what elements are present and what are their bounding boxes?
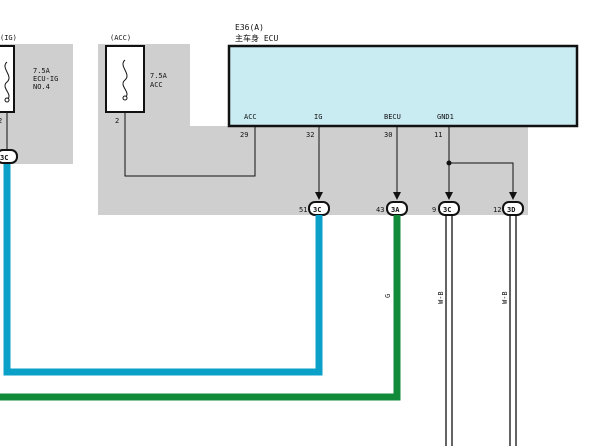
connector-12 (502, 201, 524, 216)
gnd-branch (449, 162, 514, 194)
ig-fuse-rating: 7.5A (33, 67, 51, 75)
ecu-pin-acc-number: 29 (240, 131, 248, 139)
acc-fuse-panel (98, 44, 528, 215)
ecu-name: 主车身 ECU (235, 33, 278, 43)
ecu-box (227, 44, 579, 128)
acc-fuse-box (105, 45, 145, 113)
ecu-pin-becu-label: BECU (384, 113, 401, 121)
connector-9 (438, 201, 460, 216)
ecu-pin-becu-number: 30 (384, 131, 392, 139)
ig-fuse-header: (IG) (0, 34, 17, 42)
connector-9-code: 3C (443, 206, 451, 214)
connector-43-code: 3A (391, 206, 400, 214)
ground-wire-2-color-label: W-B (501, 291, 509, 304)
gnd-arrow-1 (445, 192, 453, 200)
connector-9-pin: 9 (432, 206, 436, 214)
ig-connector (0, 149, 18, 164)
green-wire-color-label: G (384, 294, 392, 298)
ig-fuse-element (4, 61, 10, 101)
ig-fuse-name-2: NO.4 (33, 83, 50, 91)
green-wire (0, 215, 401, 401)
connector-43-pin: 43 (376, 206, 384, 214)
connector-51-code: 3C (313, 206, 321, 214)
gnd-arrow-2 (509, 192, 517, 200)
acc-fuse-header: (ACC) (110, 34, 131, 42)
acc-fuse-terminal (122, 95, 128, 101)
acc-fuse-element (122, 59, 128, 99)
connector-51-pin: 51 (299, 206, 307, 214)
ecu-pin-gnd1-number: 11 (434, 131, 442, 139)
ig-connector-code: 3C (0, 154, 8, 162)
becu-pin-arrow (393, 192, 401, 200)
ig-fuse-terminal (4, 97, 10, 103)
ecu-pin-gnd1-label: GND1 (437, 113, 454, 121)
blue-wire (3, 164, 323, 376)
connector-12-code: 3D (507, 206, 515, 214)
ground-wire-1-color-label: W-B (437, 291, 445, 304)
ecu-pin-acc-label: ACC (244, 113, 257, 121)
ig-fuse-pin: 2 (0, 117, 2, 125)
connector-12-pin: 12 (493, 206, 501, 214)
acc-fuse-name: ACC (150, 81, 163, 89)
ig-fuse-name-1: ECU-IG (33, 75, 58, 83)
ecu-code: E36(A) (235, 23, 264, 32)
acc-fuse-rating: 7.5A (150, 72, 168, 80)
acc-wire (124, 112, 256, 177)
ig-pin-arrow (315, 192, 323, 200)
ecu-pin-ig-label: IG (314, 113, 322, 121)
ig-fuse-box (0, 45, 15, 113)
acc-fuse-pin: 2 (115, 117, 119, 125)
ecu-pin-ig-number: 32 (306, 131, 314, 139)
